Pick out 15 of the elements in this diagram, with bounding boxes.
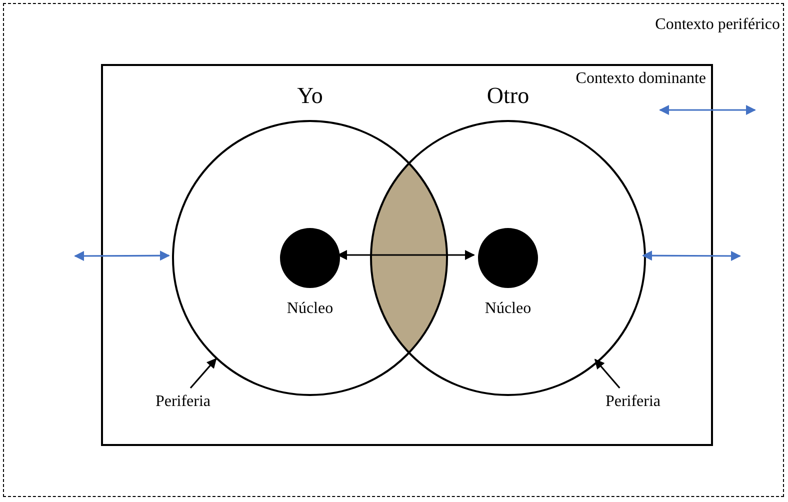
- circle-title: Otro: [486, 83, 530, 109]
- periphery-label: Periferia: [154, 393, 212, 411]
- double-arrow: [642, 250, 741, 261]
- nucleus-label: Núcleo: [484, 300, 532, 318]
- context-frame: [101, 64, 713, 446]
- frame-title: Contexto dominante: [576, 70, 706, 88]
- context-frame: [3, 3, 784, 497]
- circle-title: Yo: [296, 83, 324, 109]
- leader-arrow: [190, 358, 217, 389]
- frame-title: Contexto periférico: [655, 16, 780, 34]
- periphery-label: Periferia: [604, 393, 662, 411]
- double-arrow: [74, 250, 170, 261]
- double-arrow: [337, 250, 475, 260]
- leader-arrow: [594, 358, 620, 389]
- nucleus-label: Núcleo: [286, 300, 334, 318]
